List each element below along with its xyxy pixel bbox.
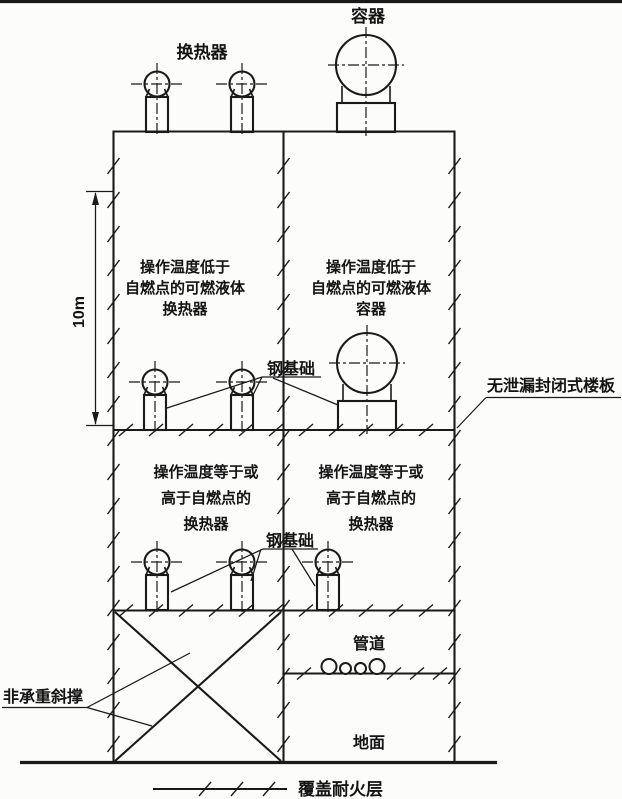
- room-upper-left-line3: 换热器: [162, 300, 208, 318]
- steel-foundation-label-low: 钢基础: [266, 531, 314, 550]
- room-middle-left-line2: 高于自燃点的: [161, 489, 251, 507]
- room-upper-right-line1: 操作温度低于: [326, 258, 416, 276]
- room-upper-right-line3: 容器: [355, 300, 387, 318]
- vessel-top-label: 容器: [351, 6, 386, 26]
- steel-foundation-label-mid: 钢基础: [267, 359, 315, 378]
- room-upper-left-label: 操作温度低于 自燃点的可燃液体 换热器: [125, 258, 246, 318]
- pipes-icon: [320, 658, 386, 675]
- ground-label: 地面: [353, 733, 385, 752]
- room-middle-left-line1: 操作温度等于或: [153, 463, 258, 481]
- room-upper-left-line2: 自燃点的可燃液体: [125, 279, 246, 297]
- heat-exchanger-symbol-roof-2: [214, 61, 270, 138]
- room-middle-right-line3: 换热器: [348, 515, 394, 533]
- legend-fireproof-label: 覆盖耐火层: [298, 779, 383, 799]
- heat-exchanger-symbol-mid-2: [214, 359, 270, 436]
- x-bracing: [114, 611, 282, 762]
- pipes-label: 管道: [353, 634, 385, 653]
- room-upper-right-line2: 自燃点的可燃液体: [311, 279, 432, 297]
- room-middle-left-label: 操作温度等于或 高于自燃点的 换热器: [153, 463, 258, 533]
- leakproof-floor-label: 无泄漏封闭式楼板: [486, 376, 616, 395]
- heat-exchanger-symbol-low-1: [129, 539, 185, 616]
- room-middle-right-line2: 高于自燃点的: [326, 489, 416, 507]
- vessel-symbol-mid: [327, 323, 407, 436]
- room-upper-right-label: 操作温度低于 自燃点的可燃液体 容器: [311, 258, 432, 318]
- vessel-symbol-roof: [326, 25, 406, 138]
- heat-exchanger-symbol-roof-1: [129, 61, 185, 138]
- room-middle-right-line1: 操作温度等于或: [318, 463, 423, 481]
- dimension-label: 10m: [71, 296, 88, 328]
- dimension-10m: 10m: [71, 190, 113, 427]
- heat-exchanger-symbol-mid-1: [127, 359, 183, 436]
- heat-exchanger-top-label: 换热器: [177, 42, 229, 62]
- building-frame: [20, 130, 497, 765]
- non-load-bearing-brace-label: 非承重斜撑: [3, 687, 83, 706]
- callout-leaders: [2, 376, 621, 727]
- room-middle-left-line3: 换热器: [183, 515, 229, 533]
- room-middle-right-label: 操作温度等于或 高于自燃点的 换热器: [318, 463, 423, 533]
- room-upper-left-line1: 操作温度低于: [140, 258, 230, 276]
- fireproof-hatch-layer: [106, 157, 462, 797]
